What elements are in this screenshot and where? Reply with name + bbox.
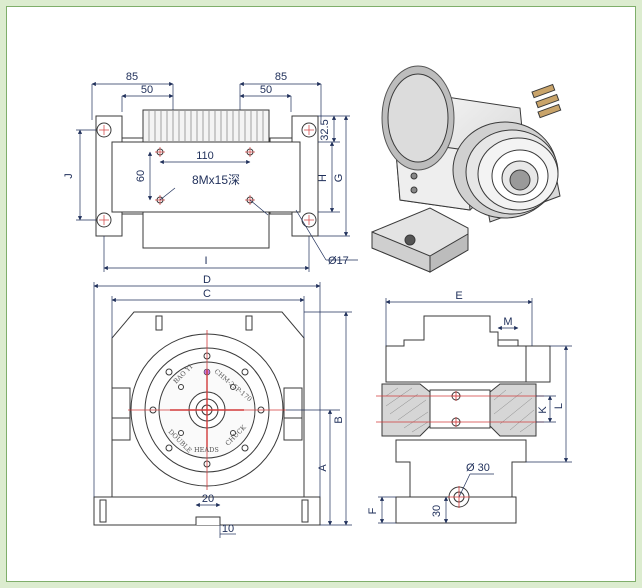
side-view-dimension-lines bbox=[378, 298, 572, 524]
front-view-centerlines bbox=[128, 330, 286, 490]
dim-c: C bbox=[203, 288, 211, 300]
dim-f: F bbox=[367, 507, 379, 514]
dim-10: 10 bbox=[222, 523, 234, 535]
dim-g: G bbox=[333, 174, 345, 183]
dim-hole-17: Ø17 bbox=[328, 255, 349, 267]
dim-50-left: 50 bbox=[141, 84, 153, 96]
dim-a: A bbox=[317, 464, 329, 472]
dim-20: 20 bbox=[202, 493, 214, 505]
dim-110: 110 bbox=[196, 150, 214, 162]
side-view bbox=[381, 315, 551, 524]
top-view-centerlines bbox=[99, 125, 314, 225]
dim-60: 60 bbox=[135, 170, 147, 182]
dim-50-right: 50 bbox=[260, 84, 272, 96]
front-view-dimension-lines bbox=[93, 282, 352, 538]
dim-i: I bbox=[204, 255, 207, 267]
dim-m: M bbox=[503, 316, 512, 328]
dim-bore-30-dia: Ø 30 bbox=[466, 462, 490, 474]
dim-b: B bbox=[333, 416, 345, 423]
dim-85-right: 85 bbox=[275, 71, 287, 83]
dim-h: H bbox=[317, 174, 329, 182]
engrave-heads: HEADS bbox=[194, 446, 219, 454]
dim-bore-30: 30 bbox=[431, 505, 443, 517]
dim-l: L bbox=[553, 403, 565, 409]
isometric-view bbox=[371, 65, 562, 273]
thread-note: 8Mx15深 bbox=[192, 173, 240, 187]
front-view bbox=[93, 311, 321, 526]
dim-d: D bbox=[203, 274, 211, 286]
dim-32-5: 32.5 bbox=[319, 119, 331, 140]
top-view-dimension-lines bbox=[76, 81, 358, 272]
dim-k: K bbox=[537, 406, 549, 414]
dim-e: E bbox=[455, 290, 462, 302]
top-view bbox=[95, 109, 319, 249]
dim-j: J bbox=[63, 173, 75, 179]
dim-85-left: 85 bbox=[126, 71, 138, 83]
